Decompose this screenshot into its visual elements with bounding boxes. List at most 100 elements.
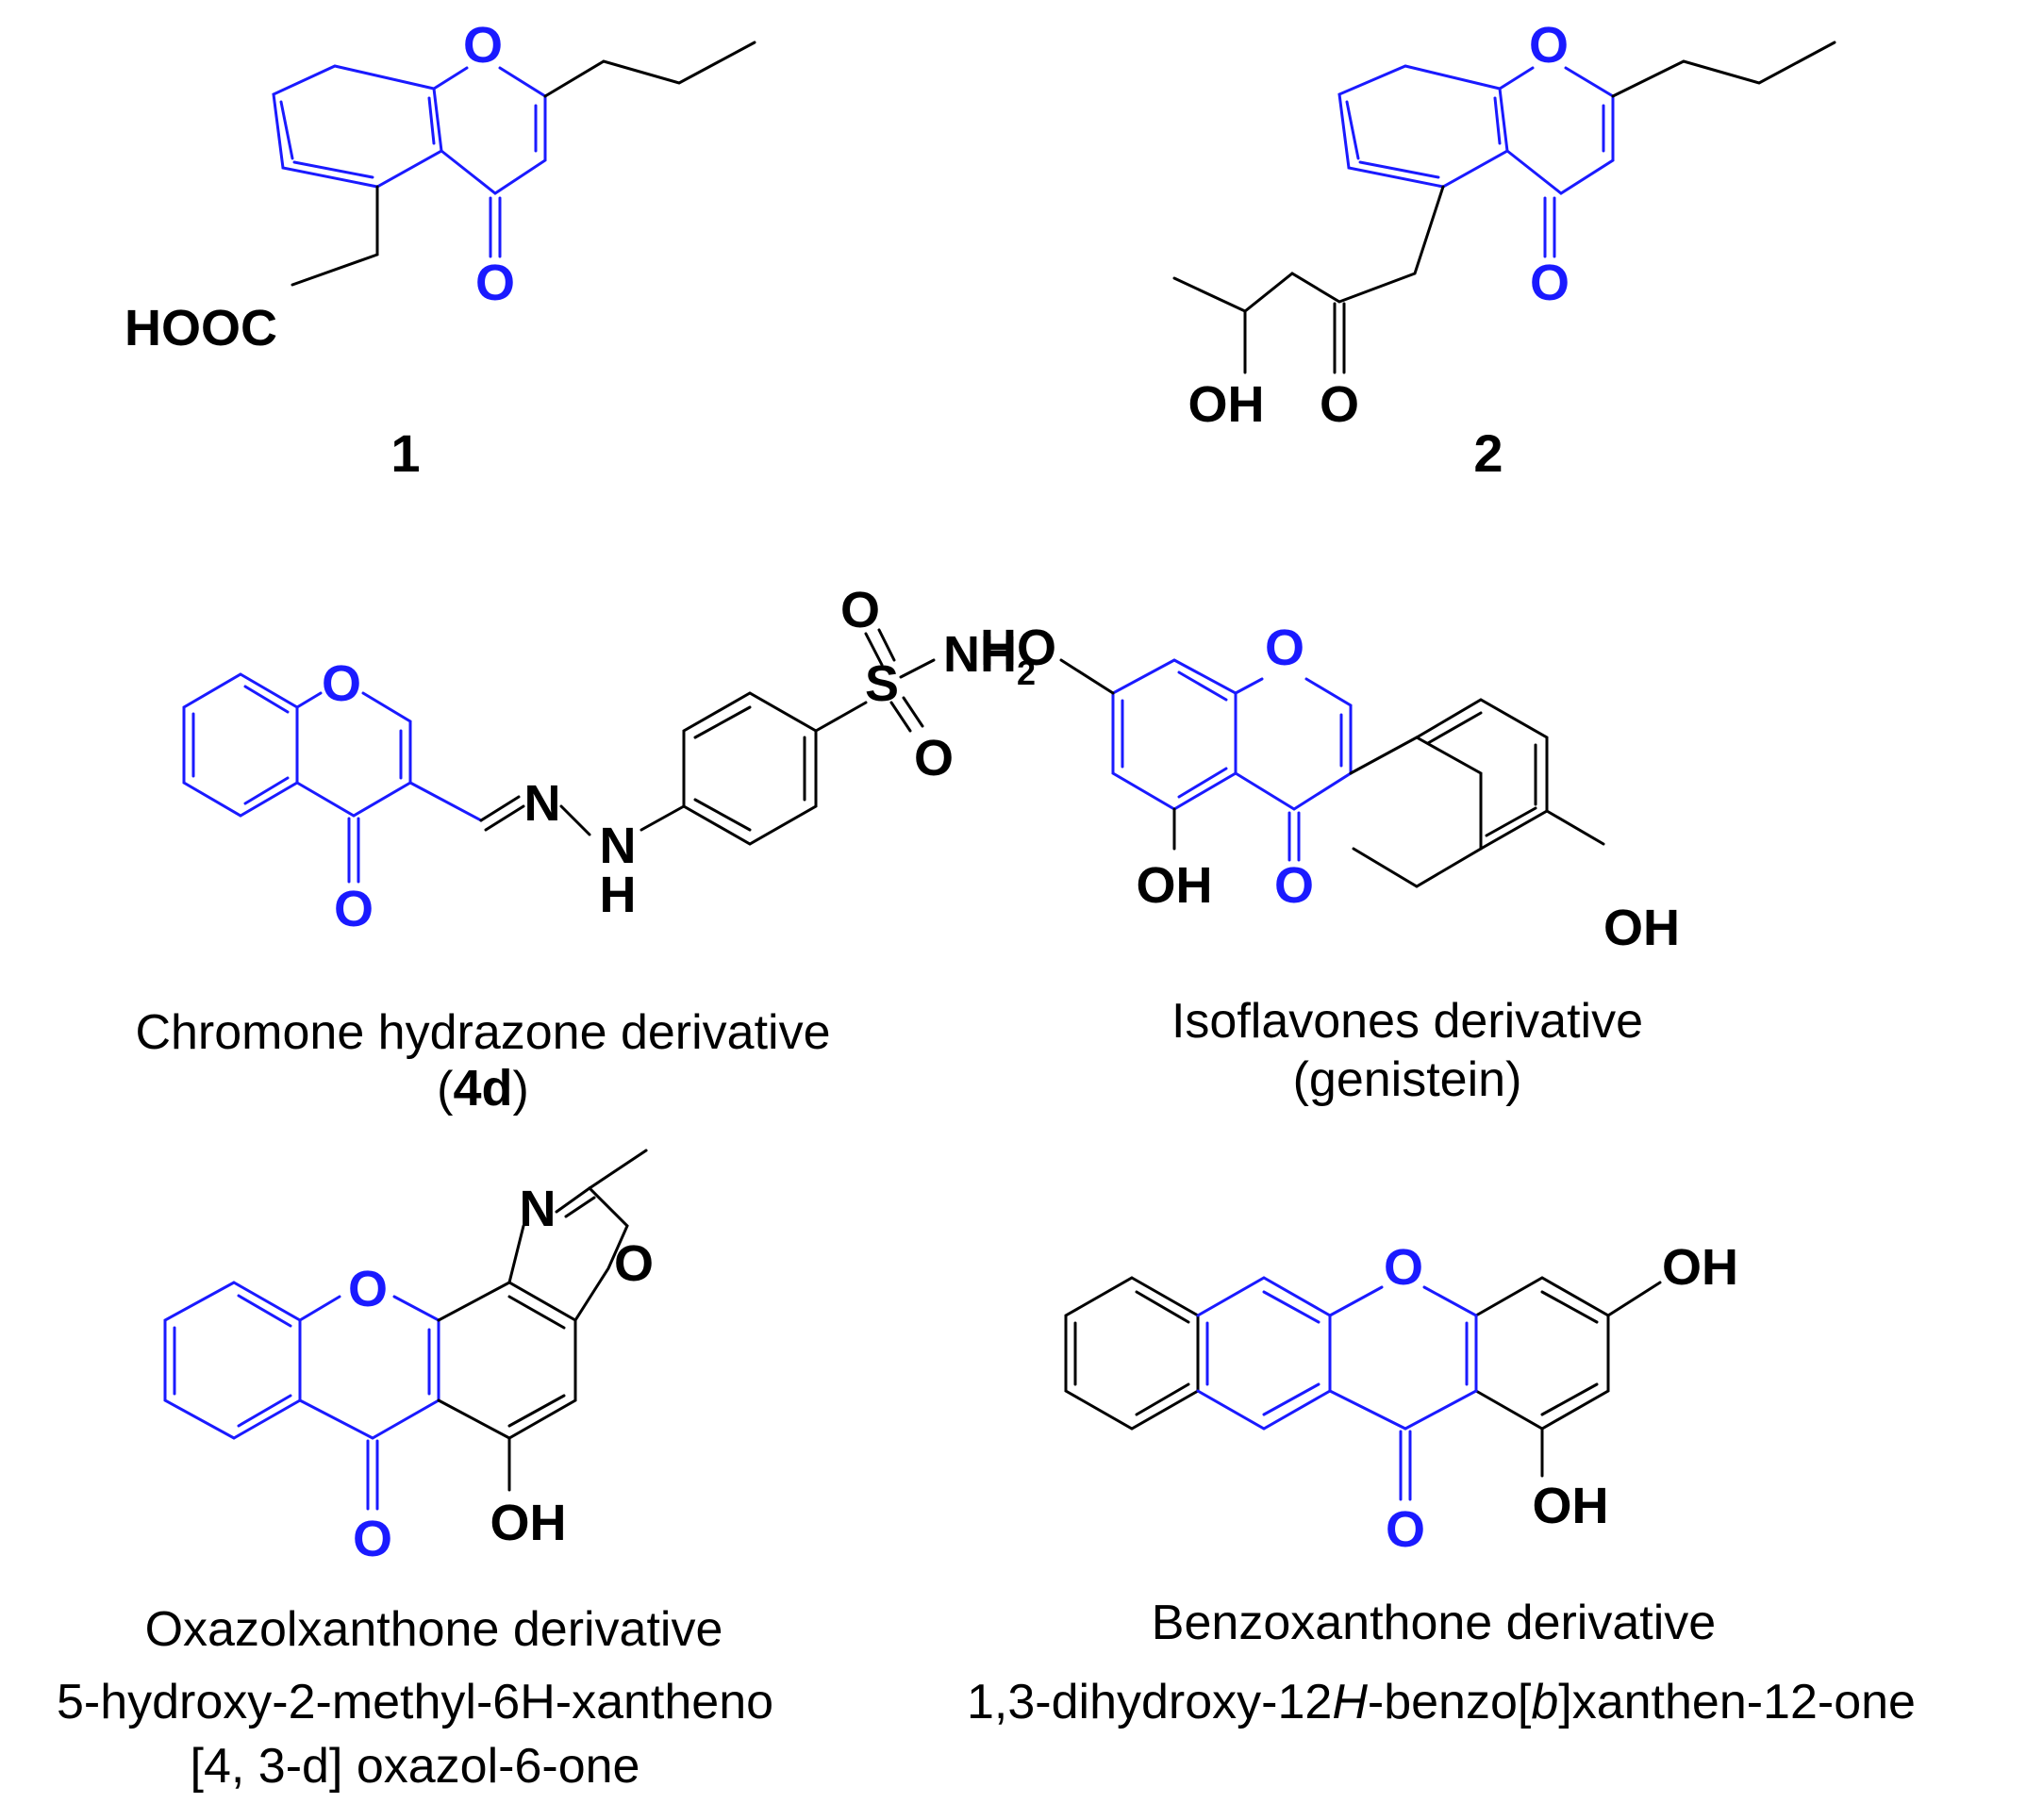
benzoxanthone-naphtho-inner-bonds (1205, 1290, 1320, 1416)
compound-4d-label-close: ) (513, 1062, 529, 1117)
genistein-substituents (1059, 658, 1605, 888)
genistein-ring-oxygen: O (1265, 620, 1304, 676)
compound-1-acetic-acid-chain (291, 185, 379, 287)
compound-1-propyl-chain (543, 41, 756, 98)
compound-2-carbonyl-bond (1543, 196, 1556, 258)
compound-4d-label-line: (4d) (437, 1060, 529, 1117)
compound-2-hydroxyl: OH (1188, 376, 1265, 433)
oxazolxanthone-name-line2: [4, 3-d] oxazol-6-one (191, 1739, 640, 1794)
compound-1-ring-oxygen: O (463, 17, 503, 74)
compound-4d-amino-subscript: 2 (1017, 654, 1036, 692)
compound-2-side-chain (1172, 185, 1445, 313)
compound-1-pyranone-ring (432, 66, 547, 195)
genistein-para-hydroxyl-bond (1545, 809, 1605, 846)
compound-4d-amine-hydrogen: H (600, 867, 637, 923)
compound-4d-vinyl-bond (408, 781, 483, 822)
compound-4d-sulfonyl-oxygen-top: O (840, 582, 880, 638)
benzoxanthone-top-hydroxyl-bond (1606, 1281, 1662, 1317)
benzoxanthone-resorcinol-ring (1474, 1276, 1610, 1431)
oxazolxanthone-structure (163, 1149, 648, 1511)
genistein-c-ring (1234, 677, 1353, 811)
compound-4d-substituents (479, 628, 936, 846)
benzoxanthone-caption: Benzoxanthone derivative (1152, 1596, 1716, 1650)
benzoxanthone-name-part1: 1,3-dihydroxy-12 (967, 1675, 1332, 1729)
oxazolxanthone-right-ring-inner-bonds (507, 1295, 566, 1428)
compound-2-chromone-core (1337, 64, 1615, 258)
compound-4d-amino-nh: NH (943, 626, 1017, 683)
benzoxanthone-name-italic1: H (1332, 1675, 1368, 1729)
compound-4d-nh-to-phenyl (639, 804, 686, 832)
genistein-carbonyl-bond (1287, 811, 1301, 862)
compound-1-acid-group: HOOC (125, 300, 277, 356)
compound-2-benzene-ring (1337, 64, 1509, 189)
genistein-b-ring-inner-bonds (1426, 711, 1537, 837)
compound-2-keto-oxygen: O (1530, 255, 1570, 311)
compound-2-ring-oxygen: O (1529, 17, 1569, 74)
compound-4d-amine-nitrogen: N (600, 818, 637, 874)
compound-4d-carbonyl-bond (347, 817, 360, 884)
genistein-label: (genistein) (1293, 1052, 1522, 1107)
genistein-a-ring-inner-bonds (1121, 670, 1228, 799)
oxazolxanthone-keto-oxygen: O (353, 1511, 392, 1567)
compound-4d-label: 4d (453, 1060, 512, 1117)
genistein-b-ring-link (1349, 736, 1419, 775)
genistein-top-hydroxyl-bond (1059, 658, 1115, 695)
compound-1-benzene-ring (272, 64, 443, 189)
compound-4d-imine-nitrogen: N (524, 775, 561, 832)
oxazolxanthone-oxazole-nitrogen: N (520, 1181, 556, 1237)
compound-4d-chromone-core (182, 672, 483, 884)
compound-2-label: 2 (1473, 423, 1503, 483)
oxazolxanthone-central-ring (298, 1295, 440, 1440)
compound-4d (182, 628, 936, 884)
compound-2-benzene-inner-bonds (1345, 96, 1502, 179)
compound-4d-label-open: ( (437, 1062, 454, 1117)
benzoxanthone-naphtho-ring (1196, 1276, 1332, 1431)
compound-1-carbonyl-bond (489, 196, 502, 258)
compound-4d-ring-oxygen: O (322, 655, 361, 712)
compound-4d-benzene-ring (182, 672, 299, 818)
oxazolxanthone-left-ring-inner-bonds (173, 1294, 292, 1428)
genistein-caption: Isoflavones derivative (1171, 994, 1643, 1049)
compound-4d-keto-oxygen: O (334, 881, 374, 937)
benzoxanthone-bottom-hydroxyl: OH (1533, 1478, 1609, 1534)
oxazolxanthone-name-line1: 5-hydroxy-2-methyl-6H-xantheno (57, 1675, 773, 1729)
benzoxanthone-pyranone-ring (1328, 1285, 1478, 1431)
benzoxanthone-ring-oxygen: O (1384, 1239, 1423, 1296)
oxazolxanthone-methyl-bond (588, 1149, 648, 1190)
compound-4d-amino-group: NH2 (943, 626, 1036, 692)
compound-1 (272, 41, 756, 287)
oxazolxanthone-xanthone-core (163, 1281, 440, 1511)
compound-4d-sulfur: S (865, 655, 899, 712)
oxazolxanthone-oxazole-oxygen: O (614, 1235, 654, 1292)
benzoxanthone-iupac-name: 1,3-dihydroxy-12H-benzo[b]xanthen-12-one (967, 1675, 1916, 1729)
benzoxanthone-xanthone-core (1196, 1276, 1478, 1501)
compound-1-substituents (291, 41, 756, 287)
genistein-b-ring-top (1415, 698, 1549, 851)
compound-2-ketone-oxygen: O (1320, 376, 1359, 433)
compound-4d-phenyl-inner-bonds (693, 705, 806, 832)
compound-1-label: 1 (390, 423, 420, 483)
genistein-keto-oxygen: O (1274, 857, 1314, 914)
oxazolxanthone-left-ring (163, 1281, 302, 1440)
benzoxanthone-name-part2: -benzo[ (1368, 1675, 1532, 1729)
compound-4d-imine-bond (479, 795, 525, 832)
benzoxanthone-outer-benzene (1064, 1276, 1662, 1478)
genistein-top-hydroxyl: HO (980, 620, 1056, 676)
compound-2-ketone-bond (1333, 302, 1346, 374)
compound-4d-hydrazine-bond (559, 804, 591, 836)
genistein-bottom-hydroxyl: OH (1137, 857, 1213, 914)
benzoxanthone-resorcinol-inner-bonds (1540, 1290, 1599, 1416)
oxazolxanthone-right-ring (437, 1281, 577, 1440)
compound-1-benzene-inner-bonds (279, 96, 436, 179)
oxazolxanthone-oxazole-ring (507, 1186, 629, 1322)
oxazolxanthone-oxazole-double-bond (564, 1196, 596, 1218)
oxazolxanthone-hydroxyl: OH (490, 1495, 567, 1551)
benzoxanthone-outer-ring-inner-bonds (1073, 1290, 1190, 1416)
benzoxanthone-name-part3: ]xanthen-12-one (1558, 1675, 1916, 1729)
compound-2-propyl-chain (1611, 41, 1836, 98)
compound-2-pyranone-ring (1498, 66, 1615, 195)
genistein-a-ring (1111, 658, 1237, 811)
compound-2-substituents (1172, 41, 1836, 374)
benzoxanthone-outer-ring (1064, 1276, 1200, 1431)
